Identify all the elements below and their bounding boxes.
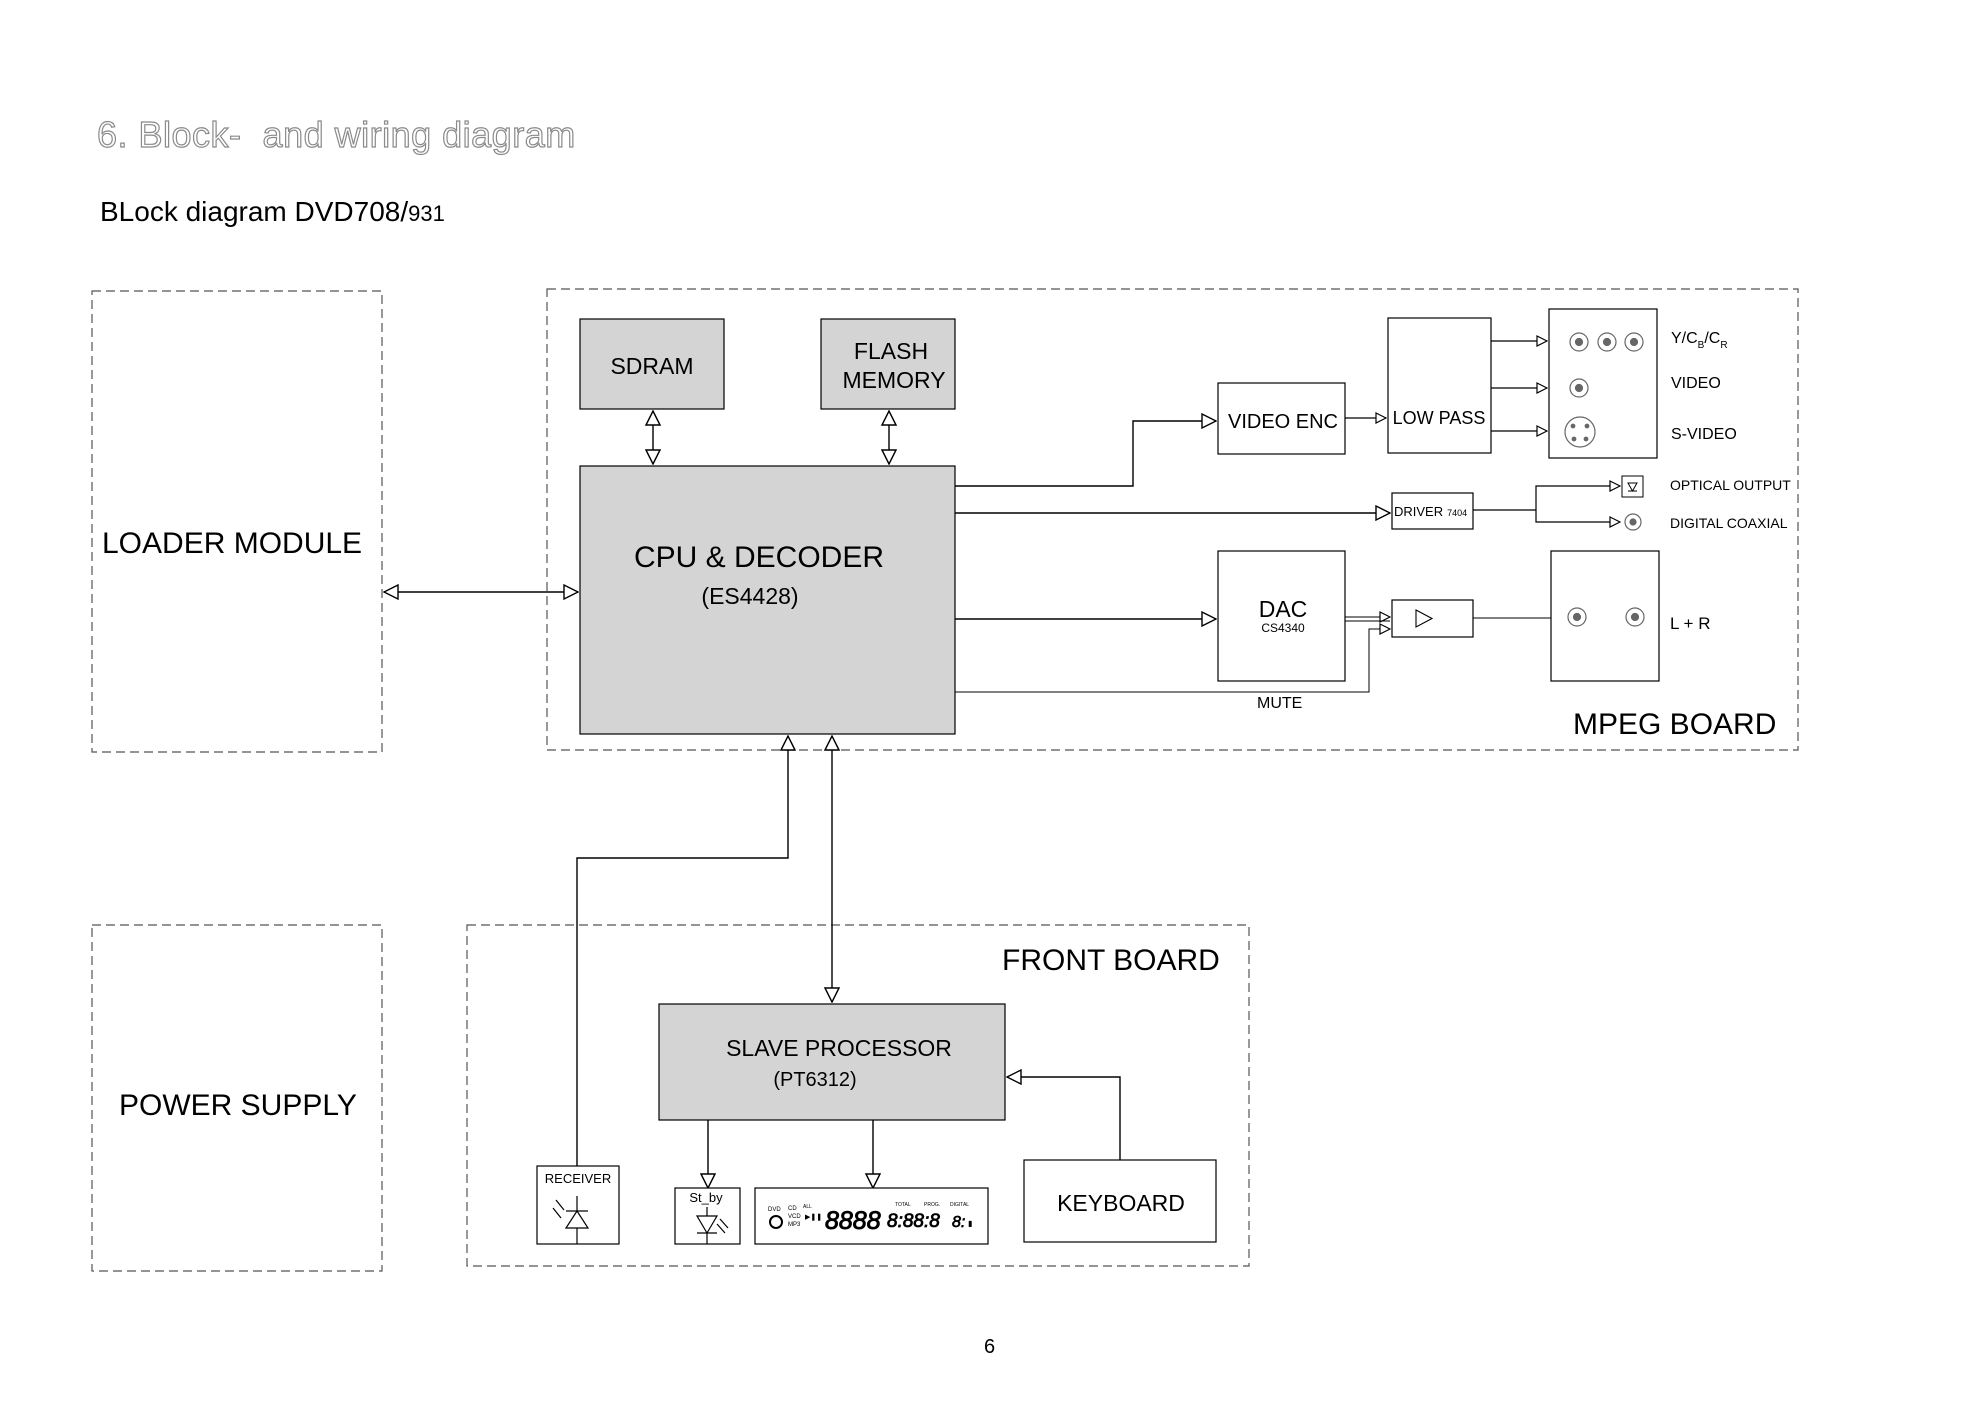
dac-label: DAC (1259, 596, 1308, 622)
vfd-total: TOTAL (895, 1202, 911, 1208)
front-board-label: FRONT BOARD (1002, 944, 1220, 977)
vfd-all: ALL (803, 1204, 812, 1210)
keyboard-to-slave (1007, 1077, 1121, 1160)
power-supply-region (91, 924, 383, 1272)
audio-jacks (1567, 607, 1645, 627)
vfd-small-digits: 8:88:8 (887, 1211, 940, 1232)
video-jack (1569, 378, 1589, 398)
keyboard-block (1023, 1159, 1217, 1243)
vfd-display-block (754, 1187, 989, 1245)
page-number: 6 (984, 1336, 996, 1358)
optical-output-label: OPTICAL OUTPUT (1670, 477, 1791, 493)
receiver-to-cpu (576, 736, 788, 1166)
video-enc-block (1217, 382, 1346, 455)
driver-to-coaxial (1535, 510, 1620, 522)
video-enc-label: VIDEO ENC (1228, 411, 1338, 433)
play-pause-icon: ▶❚❚ (805, 1213, 822, 1221)
loader-module-region (91, 290, 383, 753)
receiver-block (536, 1165, 620, 1245)
photodiode-icon (552, 1196, 590, 1244)
cpu-label-line2: (ES4428) (701, 583, 798, 609)
vfd-prog: PROG. (924, 1202, 940, 1208)
slave-processor-block (658, 1003, 1006, 1121)
vfd-display-content: DVD CD VCD MP3 ALL ▶❚❚ 8888 TOTAL PROG. … (768, 1202, 972, 1235)
sdram-block (579, 318, 725, 410)
vfd-big-digits: 8888 (825, 1207, 881, 1235)
mpeg-board-label: MPEG BOARD (1573, 708, 1776, 741)
vfd-dvd: DVD (768, 1207, 781, 1213)
cpu-decoder-block (579, 465, 956, 735)
dac-block (1217, 550, 1346, 682)
vfd-mp3: MP3 (788, 1222, 801, 1228)
amplifier-triangle-icon (1415, 609, 1434, 628)
front-board-region (466, 924, 1250, 1267)
svideo-jack (1564, 416, 1596, 448)
vfd-cd: CD (788, 1206, 797, 1212)
dac-part-label: CS4340 (1261, 621, 1305, 635)
keyboard-label: KEYBOARD (1057, 1190, 1185, 1216)
cpu-label-line1: CPU & DECODER (634, 541, 884, 574)
page-heading: 6. Block- and wiring diagram (96, 113, 576, 155)
vfd-digital: DIGITAL (950, 1202, 969, 1208)
mute-label: MUTE (1257, 695, 1302, 712)
ycbcr-label: Y/CB/CR (1671, 330, 1728, 351)
vfd-vcd: VCD (788, 1214, 801, 1220)
coaxial-connector (1624, 513, 1642, 531)
optical-output-connector (1621, 475, 1644, 498)
disc-icon (769, 1215, 783, 1229)
flash-memory-block (820, 318, 956, 410)
flash-label-line2: MEMORY (842, 367, 945, 393)
low-pass-block (1387, 317, 1492, 454)
digital-coaxial-label: DIGITAL COAXIAL (1670, 515, 1788, 531)
sdram-label: SDRAM (610, 353, 693, 379)
slave-label-line2: (PT6312) (773, 1069, 856, 1091)
driver-to-optical (1535, 486, 1620, 510)
flash-label-line1: FLASH (854, 338, 928, 364)
power-supply-label: POWER SUPPLY (119, 1089, 357, 1122)
cpu-to-video-enc (955, 421, 1216, 487)
ycbcr-jacks (1569, 332, 1644, 352)
subtitle-main: BLock diagram DVD708/ (100, 196, 409, 227)
diagram-subtitle: BLock diagram DVD708/931 (100, 196, 445, 228)
led-icon (695, 1207, 729, 1244)
receiver-label: RECEIVER (545, 1171, 611, 1186)
mpeg-board-region (546, 288, 1799, 751)
slave-label-line1: SLAVE PROCESSOR (726, 1035, 952, 1061)
vfd-last-digits: 8: (952, 1214, 965, 1231)
loader-module-label: LOADER MODULE (102, 527, 362, 560)
standby-label: St_by (689, 1190, 723, 1205)
subtitle-suffix: 931 (408, 201, 445, 226)
lock-icon: ▮ (968, 1219, 972, 1228)
driver-block (1391, 492, 1474, 530)
cpu-mute-line (955, 629, 1390, 693)
lr-label: L + R (1670, 614, 1710, 633)
svideo-label: S-VIDEO (1671, 426, 1737, 443)
low-pass-label: LOW PASS (1393, 408, 1486, 428)
video-label: VIDEO (1671, 375, 1721, 392)
